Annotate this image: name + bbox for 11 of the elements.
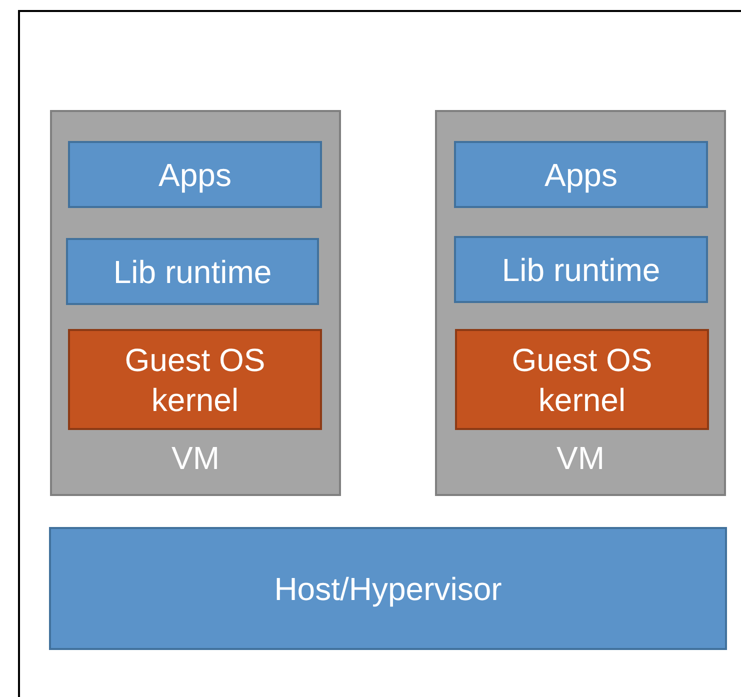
panel-label: VM (172, 439, 220, 478)
kernel-layer: Guest OS kernel (68, 329, 322, 430)
panel-label: VM (556, 439, 604, 478)
layer-box: Apps (454, 141, 708, 208)
layer-box: Apps (68, 141, 322, 208)
layer-box: Lib runtime (454, 236, 708, 303)
layer-box: Lib runtime (66, 238, 319, 305)
vm-panel (435, 110, 726, 496)
kernel-layer: Guest OS kernel (455, 329, 709, 430)
hypervisor-layer: Host/Hypervisor (49, 527, 727, 650)
vm-panel (50, 110, 341, 496)
